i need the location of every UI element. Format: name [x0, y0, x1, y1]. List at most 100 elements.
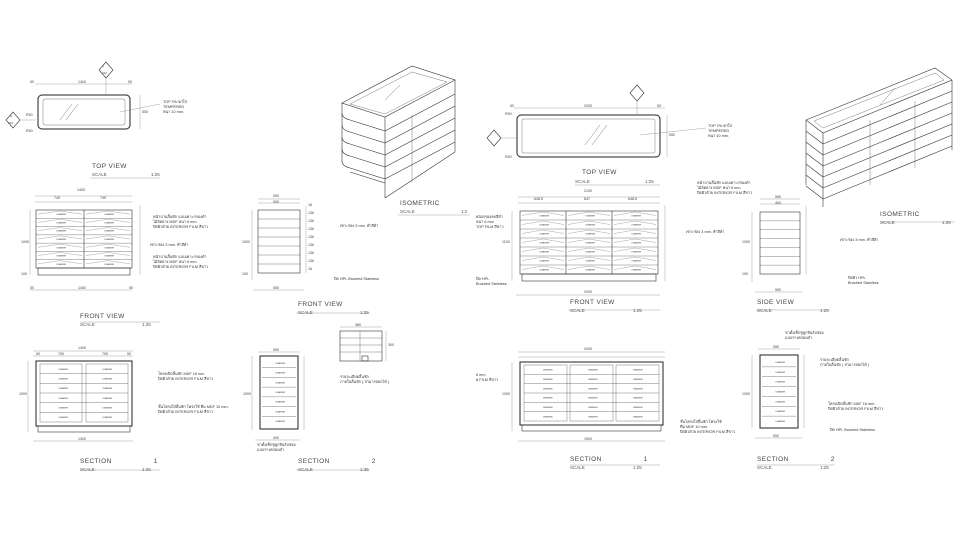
left-side-view-drawing [251, 198, 370, 314]
drawer-tag: DRAWER [588, 406, 598, 409]
drawer-tag: DRAWER [586, 251, 596, 254]
groove-line [542, 247, 565, 252]
drawer-tag: DRAWER [276, 362, 286, 365]
dim-row: 136 [308, 227, 314, 231]
left-section2-drawing: DRAWERDRAWERDRAWERDRAWERDRAWERDRAWERDRAW… [251, 326, 387, 471]
drawer-tag: DRAWER [105, 213, 115, 216]
dim-row: 136 [308, 251, 314, 255]
scale-label: SCALE [757, 308, 772, 313]
dim-width: 550 [273, 286, 279, 290]
drawer-tag: DRAWER [543, 369, 553, 372]
drawer-tag: DRAWER [59, 397, 69, 400]
band-line [822, 101, 953, 156]
drawer-tag: DRAWER [633, 387, 643, 390]
section-marker-icon [486, 129, 502, 147]
groove-line [588, 256, 611, 261]
dim-detail: 300 [388, 343, 394, 347]
drawer-tag: DRAWER [632, 242, 642, 245]
groove-line [107, 219, 131, 223]
right-top-view-drawing [486, 84, 707, 186]
groove-line [588, 265, 611, 270]
dim-row: 136 [308, 235, 314, 239]
drawer-tag: DRAWER [588, 387, 598, 390]
side-view-title: SIDE VIEW [757, 299, 795, 306]
dim-height: 1000 [21, 240, 29, 244]
scale-ratio: 1:25 [942, 220, 951, 225]
groove-note: เซาะร่อง 3 mm. ทำสีดำ [686, 230, 725, 234]
dim-row: 136 [308, 243, 314, 247]
drawer-tag: DRAWER [632, 251, 642, 254]
drawer-tag: DRAWER [59, 416, 69, 419]
drawer-tag: DRAWER [586, 242, 596, 245]
groove-line [85, 219, 109, 223]
right-isometric-drawing [805, 67, 955, 223]
dim-depth: 550 [669, 133, 675, 137]
groove-line [521, 220, 544, 225]
scale-ratio: 1:25 [633, 308, 642, 313]
groove-line [588, 238, 611, 243]
isometric-title: ISOMETRIC [400, 200, 440, 207]
drawer-tag: DRAWER [103, 378, 113, 381]
hpl-note: ปิด HPL Brushed Stainless [334, 277, 379, 281]
band-line [805, 163, 824, 178]
dim-edge: 50 [128, 80, 132, 84]
groove-line [567, 247, 590, 252]
drawer-tag: DRAWER [540, 260, 550, 263]
dim-width: 1400 [78, 346, 86, 350]
dim-inner: 500 [273, 200, 279, 204]
groove-line [521, 247, 544, 252]
dim-width: 1400 [77, 188, 85, 192]
groove-line [542, 211, 565, 216]
dim-top: 550 [273, 194, 279, 198]
groove-line [567, 238, 590, 243]
dim-col: 700 [102, 352, 108, 356]
right-section2-drawing: DRAWERDRAWERDRAWERDRAWERDRAWERDRAWERDRAW… [751, 348, 835, 466]
drawer-tag: DRAWER [59, 378, 69, 381]
drawer-tag: DRAWER [105, 221, 115, 224]
dim-depth: 550 [142, 110, 148, 114]
band-line [805, 130, 824, 145]
dim-row: 16 [308, 203, 312, 207]
drawer-tag: DRAWER [540, 233, 550, 236]
drawer-tag: DRAWER [776, 420, 786, 423]
drawer-tag: DRAWER [588, 369, 598, 372]
right-side-view-drawing [751, 198, 830, 311]
dim-height: 1000 [502, 392, 510, 396]
drawer-detail-note: รายละเอียดลิ้นชักภายในลิ้นชัก ( สามารถยก… [820, 358, 870, 367]
front-view-title: FRONT VIEW [298, 301, 343, 308]
groove-line [567, 220, 590, 225]
groove-line [85, 210, 109, 215]
groove-line [567, 229, 590, 234]
groove-line [613, 247, 636, 252]
dim-radius: R50 [505, 112, 512, 116]
groove-line [521, 229, 544, 234]
drawer-tag: DRAWER [632, 224, 642, 227]
groove-line [542, 256, 565, 261]
scale-ratio: 1:35 [360, 467, 369, 472]
drawer-tag: DRAWER [588, 378, 598, 381]
drawer-tag: DRAWER [105, 238, 115, 241]
groove-line [107, 260, 131, 265]
groove-line [37, 252, 61, 256]
drawer-tag: DRAWER [776, 381, 786, 384]
groove-line [613, 265, 636, 270]
dim-split: 648.5 [628, 197, 637, 201]
groove-line [59, 260, 83, 265]
top-view-title: TOP VIEW [92, 163, 127, 170]
band-line [822, 134, 953, 189]
drawer-tag: DRAWER [588, 415, 598, 418]
groove-line [107, 235, 131, 240]
scale-ratio: 1:25 [633, 465, 642, 470]
dim-base: 100 [242, 272, 248, 276]
drawer-tag: DRAWER [543, 387, 553, 390]
groove-line [613, 238, 636, 243]
groove-line [37, 235, 61, 240]
drawer-tag: DRAWER [586, 269, 596, 272]
dim-col: 700 [58, 352, 64, 356]
dim-edge: 50 [657, 104, 661, 108]
